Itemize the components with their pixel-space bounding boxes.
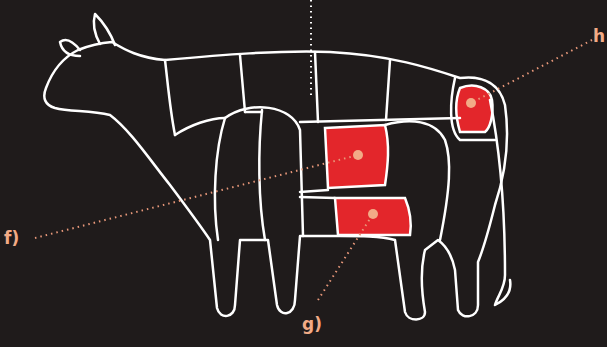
highlighted-cut [456, 86, 492, 132]
cut-marker [466, 98, 476, 108]
cut-line [386, 60, 390, 120]
cut-line [175, 118, 225, 135]
cut-line [385, 121, 449, 240]
callout-label: h [593, 26, 605, 46]
cut-line [315, 52, 318, 122]
cow-outline [44, 42, 507, 320]
callout-label: f) [4, 228, 19, 248]
cut-line [300, 190, 335, 198]
callout-label: g) [302, 314, 322, 334]
highlighted-cut [335, 198, 411, 235]
cut-marker [353, 150, 363, 160]
highlighted-cut [325, 125, 388, 188]
ear [60, 40, 80, 56]
horn [94, 14, 115, 45]
cut-marker [368, 209, 378, 219]
leader-line [318, 214, 373, 300]
leader-line [310, 0, 312, 95]
cut-line [451, 78, 495, 140]
cut-line [240, 55, 245, 112]
cut-line [165, 60, 175, 135]
leader-line [471, 40, 592, 103]
shoulder-line [259, 110, 265, 240]
leader-line [35, 155, 358, 238]
tail [490, 100, 510, 305]
shoulder-line [215, 118, 225, 240]
cut-line [245, 112, 460, 122]
